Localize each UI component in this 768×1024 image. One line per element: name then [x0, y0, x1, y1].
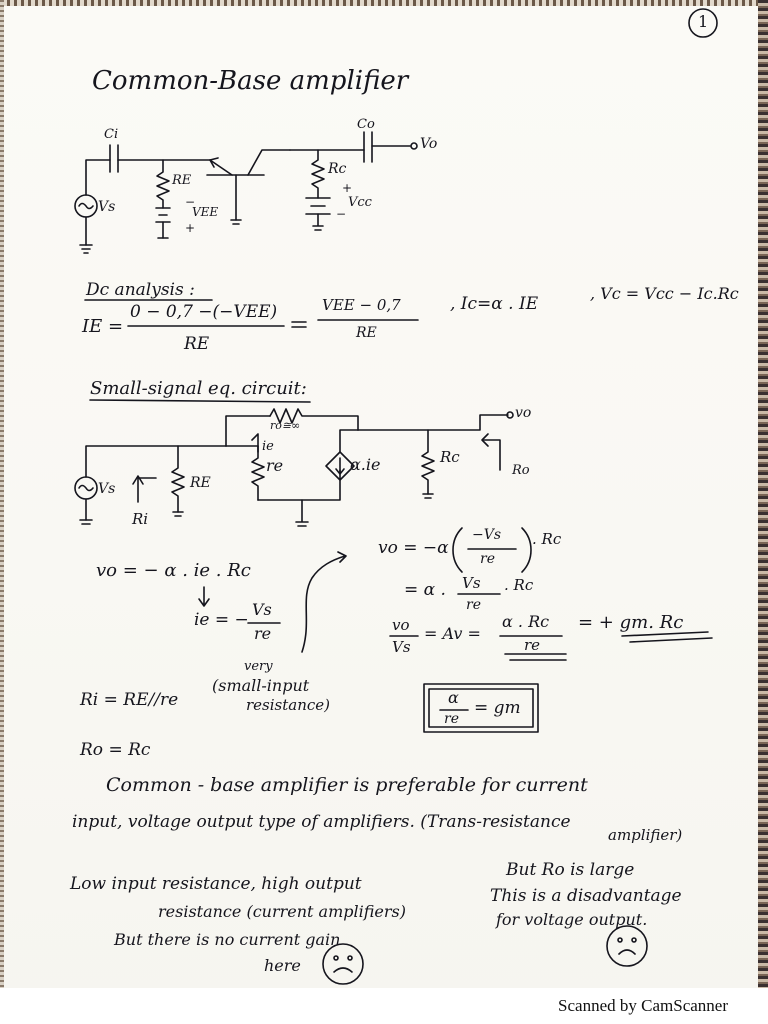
label-ro-arrow: Ro — [512, 463, 530, 478]
label-vo: Vo — [420, 136, 438, 152]
ro-equation: Ro = Rc — [80, 740, 151, 760]
vo2-lhs: vo = −α — [378, 538, 449, 558]
vc-equation: , Vc = Vcc − Ic.Rc — [590, 284, 739, 303]
label-vo-ss: vo — [515, 405, 532, 421]
vo2-paren-left — [452, 527, 463, 573]
label-co: Co — [357, 117, 375, 132]
ie-lhs-small: ie = − — [194, 610, 249, 630]
av-frac-den: re — [524, 636, 541, 654]
vo2-num: −Vs — [472, 527, 502, 543]
av-den: Vs — [392, 638, 411, 656]
av-mid: = Av = — [424, 624, 481, 643]
label-vcc: Vcc — [348, 195, 372, 210]
ie-numerator: 0 − 0,7 −(−VEE) — [130, 302, 278, 322]
dc-heading: Dc analysis : — [86, 280, 195, 300]
vo3-den: re — [466, 597, 481, 613]
integral-connector — [301, 551, 347, 653]
vo3-num: Vs — [462, 574, 481, 592]
ie-denominator: RE — [184, 334, 210, 354]
ie-down-arrow — [198, 586, 210, 607]
vo3-rhs: . Rc — [504, 576, 534, 594]
ie-eq2-denominator: RE — [356, 325, 377, 341]
scan-footer-band — [0, 988, 768, 1024]
label-alpha-ie: α.ie — [350, 455, 381, 474]
ic-equation: , Ic=α . IE — [450, 294, 539, 314]
very-note: very — [244, 659, 273, 674]
label-re-small: re — [266, 456, 284, 475]
paper-left-edge — [0, 0, 4, 990]
ro-large-note: But Ro is large — [506, 860, 635, 880]
ie-lhs: IE = — [82, 316, 124, 337]
ie-frac-den: re — [254, 624, 272, 643]
small-signal-heading: Small-signal eq. circuit: — [90, 378, 307, 399]
label-vcc-plus: + — [342, 181, 353, 195]
label-re-big: RE — [190, 475, 211, 491]
but-no-gain: But there is no current gain — [114, 930, 341, 949]
small-signal-circuit-diagram — [74, 408, 514, 527]
page-number: 1 — [698, 12, 709, 31]
spiral-binding-edge — [758, 0, 768, 990]
small-signal-underline — [89, 399, 311, 403]
note-line-3: amplifier) — [608, 826, 683, 844]
note-line-2: input, voltage output type of amplifiers… — [72, 812, 571, 832]
ie-frac-num: Vs — [252, 600, 272, 619]
label-ci: Ci — [104, 127, 119, 142]
sad-face-right-icon — [606, 925, 648, 967]
disadvantage-2: for voltage output. — [496, 910, 648, 929]
label-rc: Rc — [328, 161, 347, 177]
here-note: here — [264, 956, 301, 975]
scanner-watermark: Scanned by CamScanner — [558, 996, 728, 1015]
vo3-lhs: = α . — [404, 580, 446, 600]
vo2-rhs: . Rc — [532, 530, 562, 548]
box-num: α — [448, 688, 459, 707]
note-line-1: Common - base amplifier is preferable fo… — [106, 774, 588, 796]
disadvantage-1: This is a disadvantage — [490, 886, 682, 906]
label-re: RE — [172, 173, 192, 188]
vo-equation: vo = − α . ie . Rc — [96, 560, 251, 581]
label-vee-minus: − — [185, 195, 196, 209]
box-rhs: = gm — [474, 698, 521, 718]
low-resistance-1: Low input resistance, high output — [70, 874, 362, 894]
vo2-paren-right — [521, 527, 532, 573]
label-vee: VEE — [192, 205, 219, 219]
resistance-note: resistance) — [246, 696, 331, 714]
page-number-circle — [688, 8, 718, 38]
gm-underline-2 — [629, 637, 713, 643]
label-ie-ss: ie — [262, 439, 274, 454]
label-vee-plus: + — [185, 221, 196, 235]
av-rhs: = + gm. Rc — [578, 612, 684, 633]
gm-underline-1 — [621, 631, 709, 637]
label-ro-inf: ro≅∞ — [270, 419, 301, 432]
label-vcc-minus: − — [336, 207, 347, 221]
ri-equation: Ri = RE//re — [80, 690, 179, 710]
ie-eq2-numerator: VEE − 0,7 — [322, 296, 401, 314]
sad-face-left-icon — [322, 943, 364, 985]
label-vs-ss: Vs — [98, 481, 116, 497]
common-base-circuit-diagram — [74, 131, 418, 254]
vo2-den: re — [480, 551, 495, 567]
label-ri-arrow: Ri — [132, 510, 149, 528]
gm-box — [423, 683, 539, 733]
label-rc-ss: Rc — [440, 448, 460, 466]
box-den: re — [444, 711, 459, 727]
small-input-note: (small-input — [212, 676, 310, 695]
low-resistance-2: resistance (current amplifiers) — [158, 902, 406, 921]
page-title: Common-Base amplifier — [92, 66, 409, 96]
av-num: vo — [392, 616, 410, 634]
paper-top-edge — [0, 0, 768, 6]
label-vs: Vs — [98, 199, 116, 215]
av-frac-num: α . Rc — [502, 612, 550, 631]
